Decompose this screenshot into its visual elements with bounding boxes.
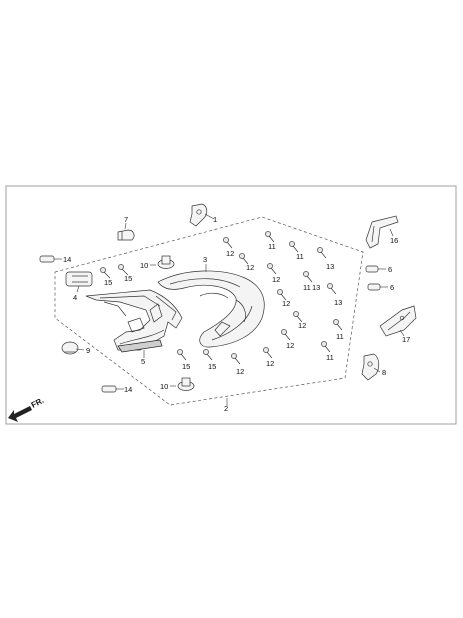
callout-8: 8 <box>382 368 386 377</box>
screw-set <box>100 231 343 365</box>
callout-11: 11 <box>303 283 311 292</box>
screw <box>277 289 287 301</box>
callout-16: 16 <box>390 236 398 245</box>
callout-17: 17 <box>402 335 410 344</box>
part-1-bracket <box>189 203 208 227</box>
callout-14-lower: 14 <box>124 385 132 394</box>
leader-lines <box>54 213 405 406</box>
diagram-frame <box>5 185 457 425</box>
part-10-grommet-upper <box>157 255 175 269</box>
screw <box>100 267 111 279</box>
callout-12: 12 <box>286 341 294 350</box>
part-6-clip-lower <box>367 283 381 291</box>
screw <box>118 264 129 276</box>
part-9-rubber-cap <box>61 341 79 355</box>
part-14-bulb-lower <box>101 385 117 393</box>
part-6-clip-upper <box>365 265 379 273</box>
screw <box>231 353 241 365</box>
callout-2: 2 <box>224 404 228 413</box>
callout-12: 12 <box>298 321 306 330</box>
callout-15: 15 <box>124 274 132 283</box>
part-14-bulb-upper <box>39 255 55 263</box>
screw <box>303 271 313 283</box>
callout-3: 3 <box>203 255 207 264</box>
screw <box>203 349 213 361</box>
screw <box>327 283 337 295</box>
callout-11: 11 <box>326 353 334 362</box>
callout-13: 13 <box>334 298 342 307</box>
callout-12: 12 <box>282 299 290 308</box>
callout-15: 15 <box>182 362 190 371</box>
callout-15: 15 <box>208 362 216 371</box>
screw <box>317 247 327 259</box>
screw <box>263 347 273 359</box>
callout-labels: 1 2 3 4 5 6 6 7 8 9 10 10 11 11 11 11 11… <box>63 215 410 413</box>
callout-10-upper: 10 <box>140 261 148 270</box>
part-4-small-lamp <box>65 271 93 287</box>
screw <box>289 241 299 253</box>
screw <box>177 349 187 361</box>
part-5-lamp-housing <box>85 289 183 353</box>
callout-4: 4 <box>73 293 77 302</box>
callout-12: 12 <box>266 359 274 368</box>
screw <box>321 341 331 353</box>
callout-10-lower: 10 <box>160 382 168 391</box>
screw <box>239 253 249 265</box>
callout-6-upper: 6 <box>388 265 392 274</box>
screw <box>265 231 275 243</box>
callout-5: 5 <box>141 357 145 366</box>
screw <box>333 319 343 331</box>
callout-12: 12 <box>272 275 280 284</box>
screw <box>293 311 303 323</box>
part-7-bulb <box>117 229 135 241</box>
callout-1: 1 <box>213 215 217 224</box>
screw <box>267 263 277 275</box>
callout-11: 11 <box>268 242 276 251</box>
callout-13: 13 <box>312 283 320 292</box>
callout-12: 12 <box>246 263 254 272</box>
front-direction-label: FR. <box>30 396 46 410</box>
callout-14-upper: 14 <box>63 255 71 264</box>
callout-13: 13 <box>326 262 334 271</box>
front-direction-arrow-icon <box>8 406 32 422</box>
callout-9: 9 <box>86 346 90 355</box>
part-17-reflector-plate <box>379 305 417 337</box>
callout-11: 11 <box>296 252 304 261</box>
part-8-bracket <box>361 353 380 381</box>
assembly-boundary <box>54 216 364 406</box>
part-3-lens-cover <box>157 270 265 348</box>
callout-6-lower: 6 <box>390 283 394 292</box>
callout-12: 12 <box>236 367 244 376</box>
screw <box>223 237 233 249</box>
callout-11: 11 <box>336 332 344 341</box>
callout-12: 12 <box>226 249 234 258</box>
screw <box>281 329 291 341</box>
callout-7: 7 <box>124 215 128 224</box>
part-10-grommet-lower <box>177 377 195 391</box>
callout-15: 15 <box>104 278 112 287</box>
part-16-side-stay <box>365 215 399 249</box>
